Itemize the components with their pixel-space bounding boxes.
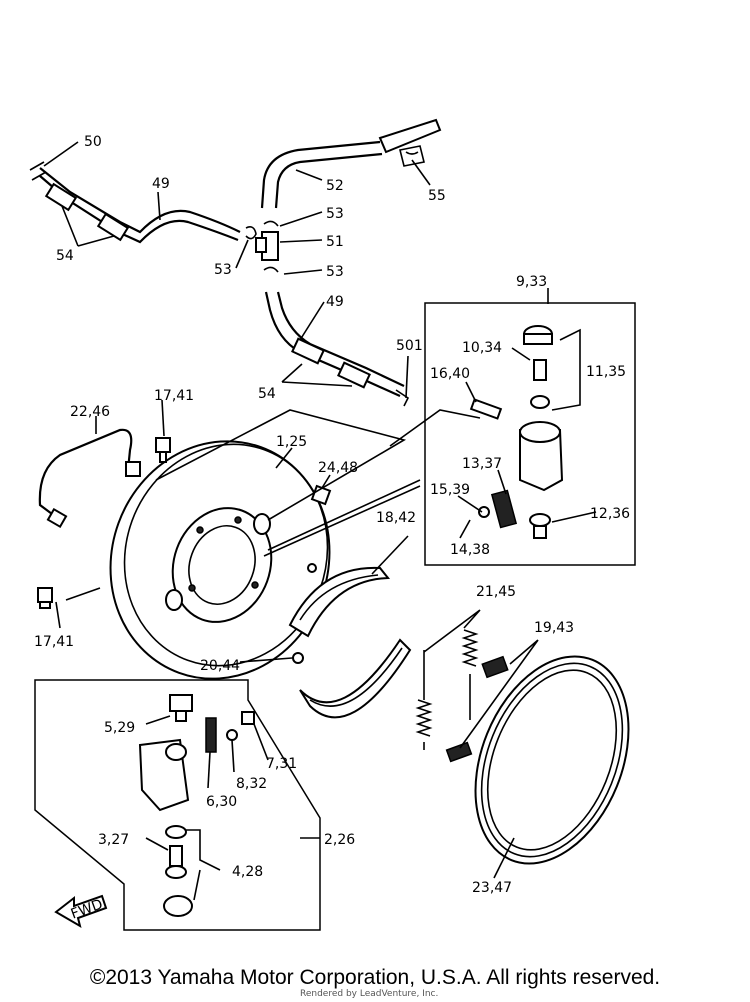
- label-6-30: 6,30: [206, 794, 237, 810]
- label-53-upper: 53: [326, 206, 344, 222]
- label-4-28: 4,28: [232, 864, 263, 880]
- hose-49-upper: [29, 161, 241, 244]
- label-54-upper: 54: [56, 248, 74, 264]
- hose-49-lower: [264, 291, 410, 407]
- label-13-37: 13,37: [462, 456, 502, 472]
- label-18-42: 18,42: [376, 510, 416, 526]
- spring-21-45: [415, 629, 479, 750]
- label-11-35: 11,35: [586, 364, 626, 380]
- label-2-26: 2,26: [324, 832, 355, 848]
- plate-linkage-lines: [155, 409, 481, 557]
- label-54-lower: 54: [258, 386, 276, 402]
- label-49-lower: 49: [326, 294, 344, 310]
- bolt-17-41-lower: [37, 587, 53, 609]
- rendered-by-text: Rendered by LeadVenture, Inc.: [300, 989, 439, 999]
- label-14-38: 14,38: [450, 542, 490, 558]
- label-17-41-upper: 17,41: [154, 388, 194, 404]
- label-21-45: 21,45: [476, 584, 516, 600]
- bolt-17-41-upper: [155, 437, 171, 463]
- label-12-36: 12,36: [590, 506, 630, 522]
- label-51: 51: [326, 234, 344, 250]
- label-5-29: 5,29: [104, 720, 135, 736]
- leader-lines: [43, 141, 597, 901]
- clip-53-left: [245, 226, 257, 240]
- pin-20-44: [292, 563, 317, 664]
- label-8-32: 8,32: [236, 776, 267, 792]
- label-9-33: 9,33: [516, 274, 547, 290]
- adjuster-19-43: [445, 655, 509, 763]
- label-24-48: 24,48: [318, 460, 358, 476]
- cylinder-rear: [469, 325, 564, 539]
- label-23-47: 23,47: [472, 880, 512, 896]
- label-1-25: 1,25: [276, 434, 307, 450]
- label-55: 55: [428, 188, 446, 204]
- label-19-43: 19,43: [534, 620, 574, 636]
- brake-drum-23-47: [474, 655, 630, 865]
- brake-shoe-upper: [288, 566, 391, 638]
- label-20-44: 20,44: [200, 658, 240, 674]
- label-3-27: 3,27: [98, 832, 129, 848]
- label-22-46: 22,46: [70, 404, 110, 420]
- label-52: 52: [326, 178, 344, 194]
- brake-hose-22-46: [38, 428, 141, 529]
- clip-55: [399, 145, 425, 167]
- wheel-cylinder-box-rear: [424, 302, 636, 566]
- joint-51: [255, 220, 279, 273]
- label-10-34: 10,34: [462, 340, 502, 356]
- brake-shoe-lower: [299, 638, 412, 719]
- label-50: 50: [84, 134, 102, 150]
- label-16-40: 16,40: [430, 366, 470, 382]
- label-17-41-lower: 17,41: [34, 634, 74, 650]
- copyright-text: ©2013 Yamaha Motor Corporation, U.S.A. A…: [89, 966, 661, 989]
- label-15-39: 15,39: [430, 482, 470, 498]
- wheel-cylinder-box-front: [34, 679, 321, 931]
- hose-52: [260, 118, 442, 209]
- label-49-upper: 49: [152, 176, 170, 192]
- label-7-31: 7,31: [266, 756, 297, 772]
- cylinder-front: [138, 694, 255, 917]
- label-53-left: 53: [214, 262, 232, 278]
- label-501: 501: [396, 338, 423, 354]
- label-53-lower: 53: [326, 264, 344, 280]
- fwd-arrow: FWD: [54, 894, 108, 929]
